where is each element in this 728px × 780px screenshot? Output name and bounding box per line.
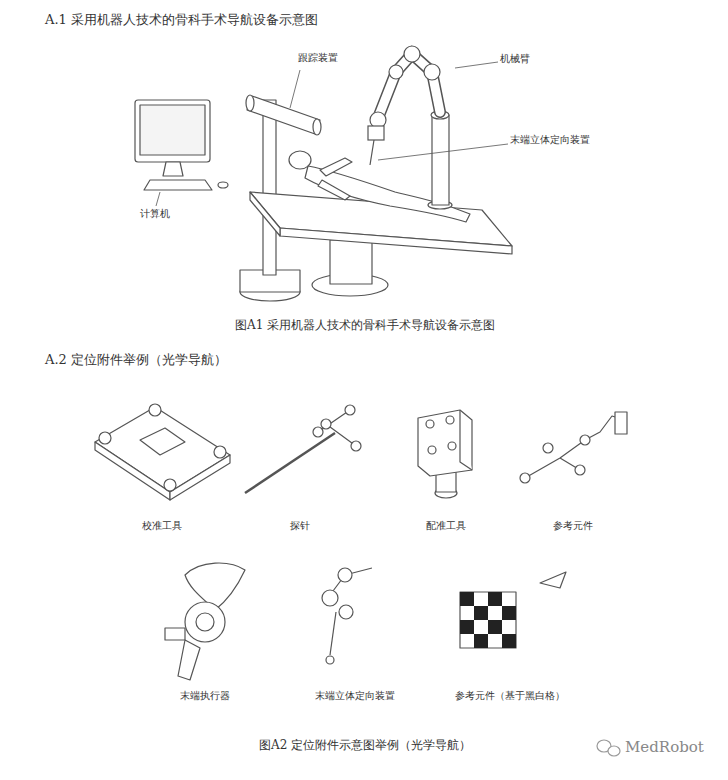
part-label: 机械臂 (500, 53, 530, 65)
figure-caption: 图A2 定位附件示意图举例（光学导航） (259, 738, 471, 752)
watermark: MedRobot (625, 738, 704, 756)
figure-caption: 图A1 采用机器人技术的骨科手术导航设备示意图 (235, 318, 495, 332)
part-label: 参考元件（基于黑白格） (455, 690, 565, 702)
part-label: 计算机 (140, 208, 170, 220)
part-label: 跟踪装置 (298, 52, 338, 64)
section-heading: A.2 定位附件举例（光学导航） (45, 352, 227, 368)
part-label: 末端立体定向装置 (510, 134, 590, 146)
section-heading: A.1 采用机器人技术的骨科手术导航设备示意图 (45, 12, 318, 28)
part-label: 探针 (290, 520, 310, 532)
part-label: 末端执行器 (180, 690, 230, 702)
part-label: 末端立体定向装置 (315, 690, 395, 702)
part-label: 参考元件 (553, 520, 593, 532)
part-label: 校准工具 (142, 520, 182, 532)
part-label: 配准工具 (426, 520, 466, 532)
